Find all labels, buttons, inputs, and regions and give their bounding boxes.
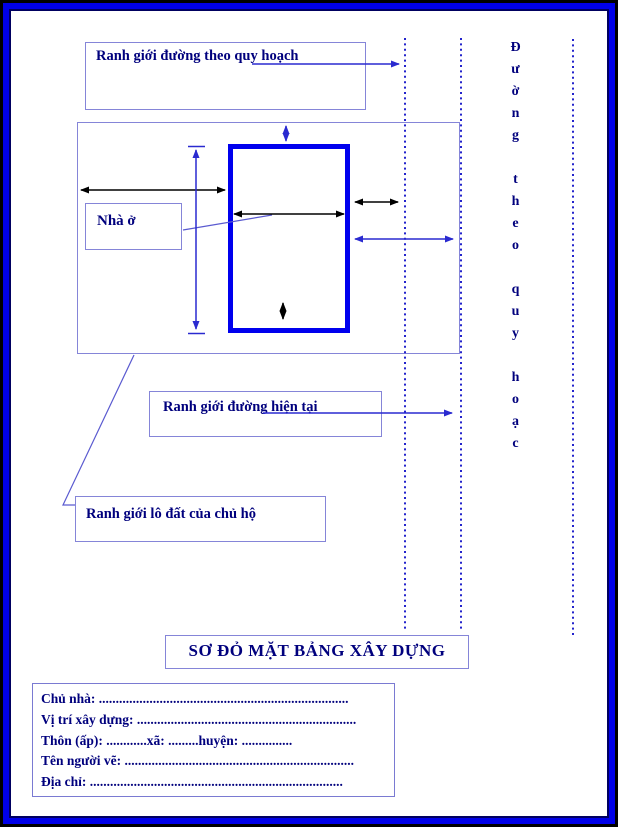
lot-boundary-label-box: Ranh giới lô đất của chủ hộ — [75, 496, 326, 542]
form-line-location: Vị trí xây dựng: .......................… — [41, 711, 357, 727]
form-line-owner: Chủ nhà: ...............................… — [41, 691, 349, 706]
page-title: SƠ ĐỎ MẶT BẢNG XÂY DỰNG — [165, 635, 469, 669]
form-line-hamlet: Thôn (ấp): ............xã: .........huyệ… — [41, 732, 293, 748]
house-label: Nhà ở — [97, 213, 136, 229]
form-line-address: Địa chỉ: ...............................… — [41, 774, 343, 790]
owner-info-form: Chủ nhà: ...............................… — [32, 683, 395, 797]
form-line-drawer: Tên người vẽ: ..........................… — [41, 753, 354, 769]
current-road-label: Ranh giới đường hiện tại — [163, 399, 318, 415]
lot-boundary-label: Ranh giới lô đất của chủ hộ — [86, 506, 256, 522]
planned-road-label-box: Ranh giới đường theo quy hoạch — [85, 42, 366, 110]
house-label-box: Nhà ở — [85, 203, 182, 250]
planned-road-label: Ranh giới đường theo quy hoạch — [96, 48, 299, 64]
vertical-road-text: Đường theo quy hoạc — [508, 40, 523, 458]
current-road-label-box: Ranh giới đường hiện tại — [149, 391, 382, 437]
lot-boundary-box — [77, 122, 460, 354]
lot-label-leader-line — [62, 354, 135, 506]
